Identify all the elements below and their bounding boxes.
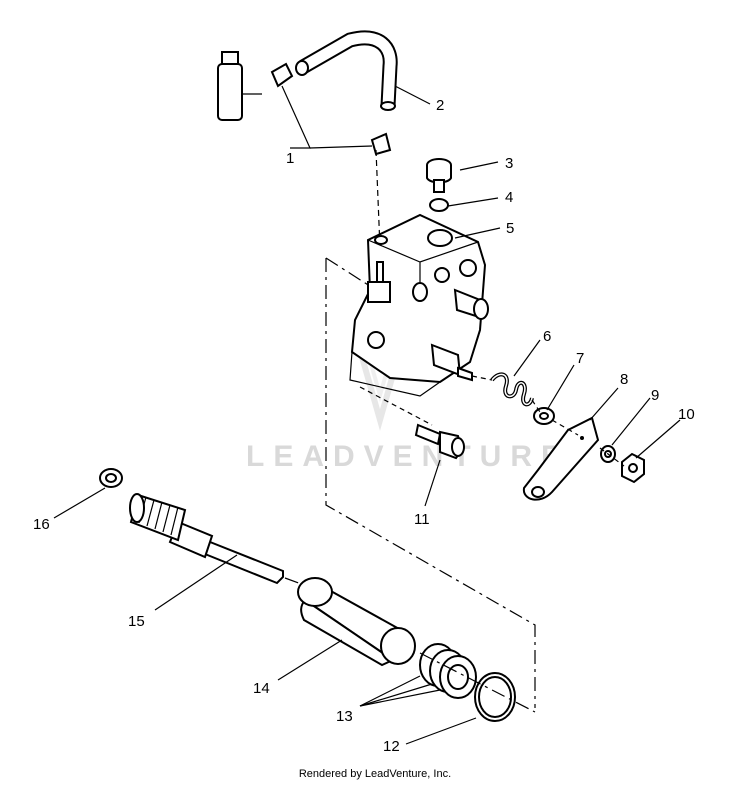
alignment-lines xyxy=(359,375,625,467)
callout-7: 7 xyxy=(576,350,584,367)
part-16-washer xyxy=(99,468,123,488)
callout-6: 6 xyxy=(543,328,551,345)
frame-top xyxy=(325,257,377,291)
leader-lines xyxy=(53,85,681,745)
part-5-pump-body xyxy=(349,213,489,397)
part-6-spring xyxy=(490,372,534,407)
callout-3: 3 xyxy=(505,155,513,172)
part-7-washer xyxy=(533,407,555,425)
part-4-washer xyxy=(429,198,449,212)
part-13-rings xyxy=(419,643,477,699)
callout-9: 9 xyxy=(651,387,659,404)
part-10-nut xyxy=(621,452,645,484)
part-14-cylinder xyxy=(297,577,416,667)
callout-1: 1 xyxy=(286,150,294,167)
callout-12: 12 xyxy=(383,738,400,755)
part-12-snap-ring xyxy=(474,672,516,722)
callout-8: 8 xyxy=(620,371,628,388)
part-2-hose xyxy=(295,30,398,111)
part-1-clamps xyxy=(270,62,392,156)
callout-11: 11 xyxy=(414,511,430,528)
callout-4: 4 xyxy=(505,189,513,206)
callout-15: 15 xyxy=(128,613,145,630)
axis-line-lower xyxy=(419,652,536,713)
part-3-bolt xyxy=(426,158,452,193)
callout-5: 5 xyxy=(506,220,514,237)
footer-credit: Rendered by LeadVenture, Inc. xyxy=(298,768,452,780)
callout-16: 16 xyxy=(33,516,50,533)
callout-13: 13 xyxy=(336,708,353,725)
part-11-bolt xyxy=(414,423,465,460)
fitting-nipple xyxy=(217,51,262,121)
callout-10: 10 xyxy=(678,406,695,423)
watermark-text: LEADVENTURE xyxy=(246,440,570,473)
callout-14: 14 xyxy=(253,680,270,697)
part-8-lever xyxy=(522,416,600,501)
callout-2: 2 xyxy=(436,97,444,114)
part-15-drive-shaft xyxy=(129,493,313,589)
